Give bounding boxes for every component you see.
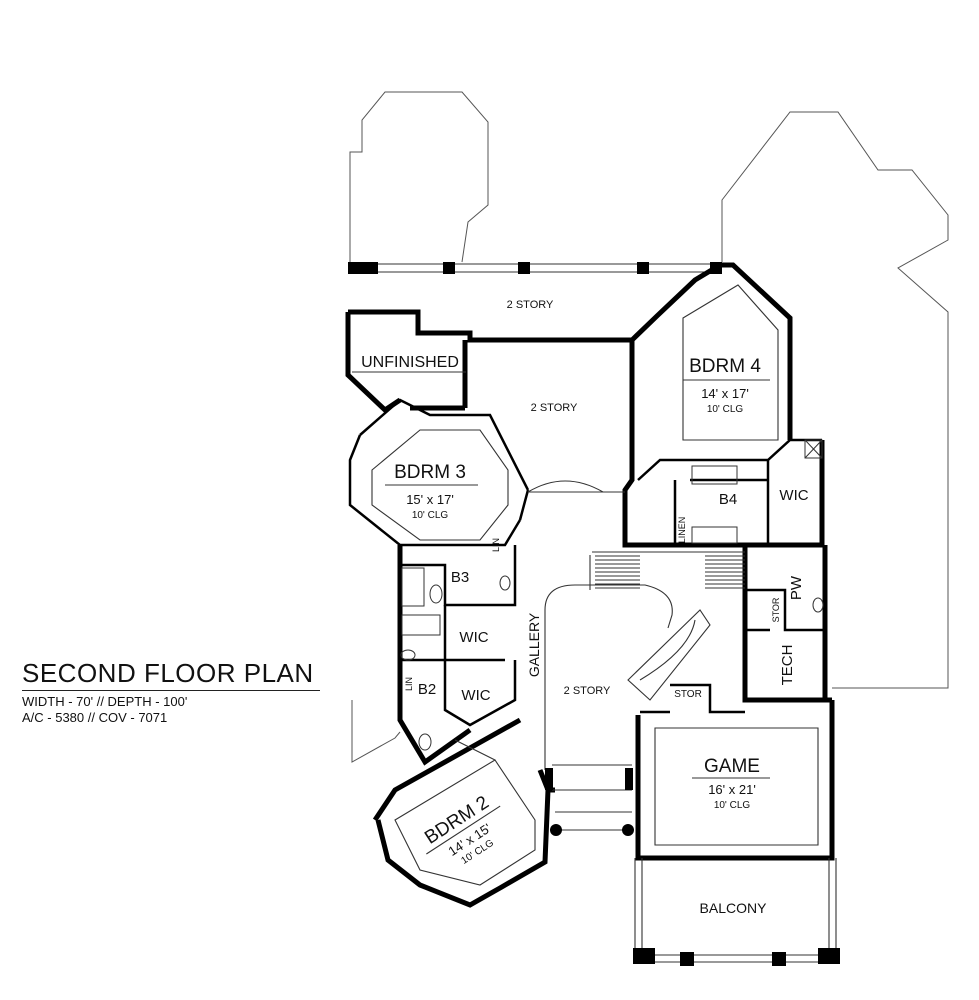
label-wic2: WIC	[461, 687, 490, 704]
label-game-size: 16' x 21'	[708, 782, 756, 797]
label-lin2: LIN	[404, 677, 414, 691]
bath-fixtures	[400, 439, 824, 751]
label-tech: TECH	[779, 645, 796, 686]
label-bdrm4-name: BDRM 4	[689, 356, 761, 377]
label-bdrm3-ceiling: 10' CLG	[412, 510, 449, 521]
label-wic4: WIC	[779, 487, 808, 504]
lower-roof-outlines	[349, 91, 949, 763]
label-stor-pw: STOR	[771, 597, 781, 622]
label-balcony: BALCONY	[700, 900, 768, 916]
plan-areas: A/C - 5380 // COV - 7071	[22, 710, 168, 725]
label-b3: B3	[451, 569, 469, 586]
label-2-story-gallery: 2 STORY	[564, 685, 611, 697]
room-labels: 2 STORY 2 STORY 2 STORY UNFINISHED BDRM …	[352, 299, 809, 916]
label-unfinished: UNFINISHED	[361, 354, 459, 371]
title-rule	[22, 690, 320, 691]
top-porch	[348, 262, 722, 274]
label-2-story-porch: 2 STORY	[507, 299, 554, 311]
label-pw: PW	[788, 575, 805, 600]
label-stor-stair: STOR	[674, 689, 702, 700]
balcony-area	[633, 858, 840, 966]
room-outlines	[371, 284, 819, 886]
label-b4: B4	[719, 491, 737, 508]
label-2-story-foyer: 2 STORY	[531, 402, 578, 414]
label-gallery: GALLERY	[526, 612, 542, 677]
plan-dimensions: WIDTH - 70' // DEPTH - 100'	[22, 694, 188, 709]
label-lin3: LIN	[491, 538, 501, 552]
label-b2: B2	[418, 681, 436, 698]
plan-title: SECOND FLOOR PLAN	[22, 658, 314, 688]
gallery-and-stair	[527, 480, 745, 836]
label-bdrm4-size: 14' x 17'	[701, 386, 749, 401]
stair-treads	[595, 555, 745, 589]
label-bdrm4-ceiling: 10' CLG	[707, 404, 744, 415]
label-linen: LINEN	[677, 517, 687, 544]
label-game-ceiling: 10' CLG	[714, 800, 751, 811]
label-bdrm3-name: BDRM 3	[394, 462, 466, 483]
label-game-name: GAME	[704, 756, 760, 777]
partition-walls	[348, 398, 825, 727]
label-wic3: WIC	[459, 629, 488, 646]
plan-title-block: SECOND FLOOR PLAN WIDTH - 70' // DEPTH -…	[22, 658, 327, 726]
label-bdrm3-size: 15' x 17'	[406, 492, 454, 507]
